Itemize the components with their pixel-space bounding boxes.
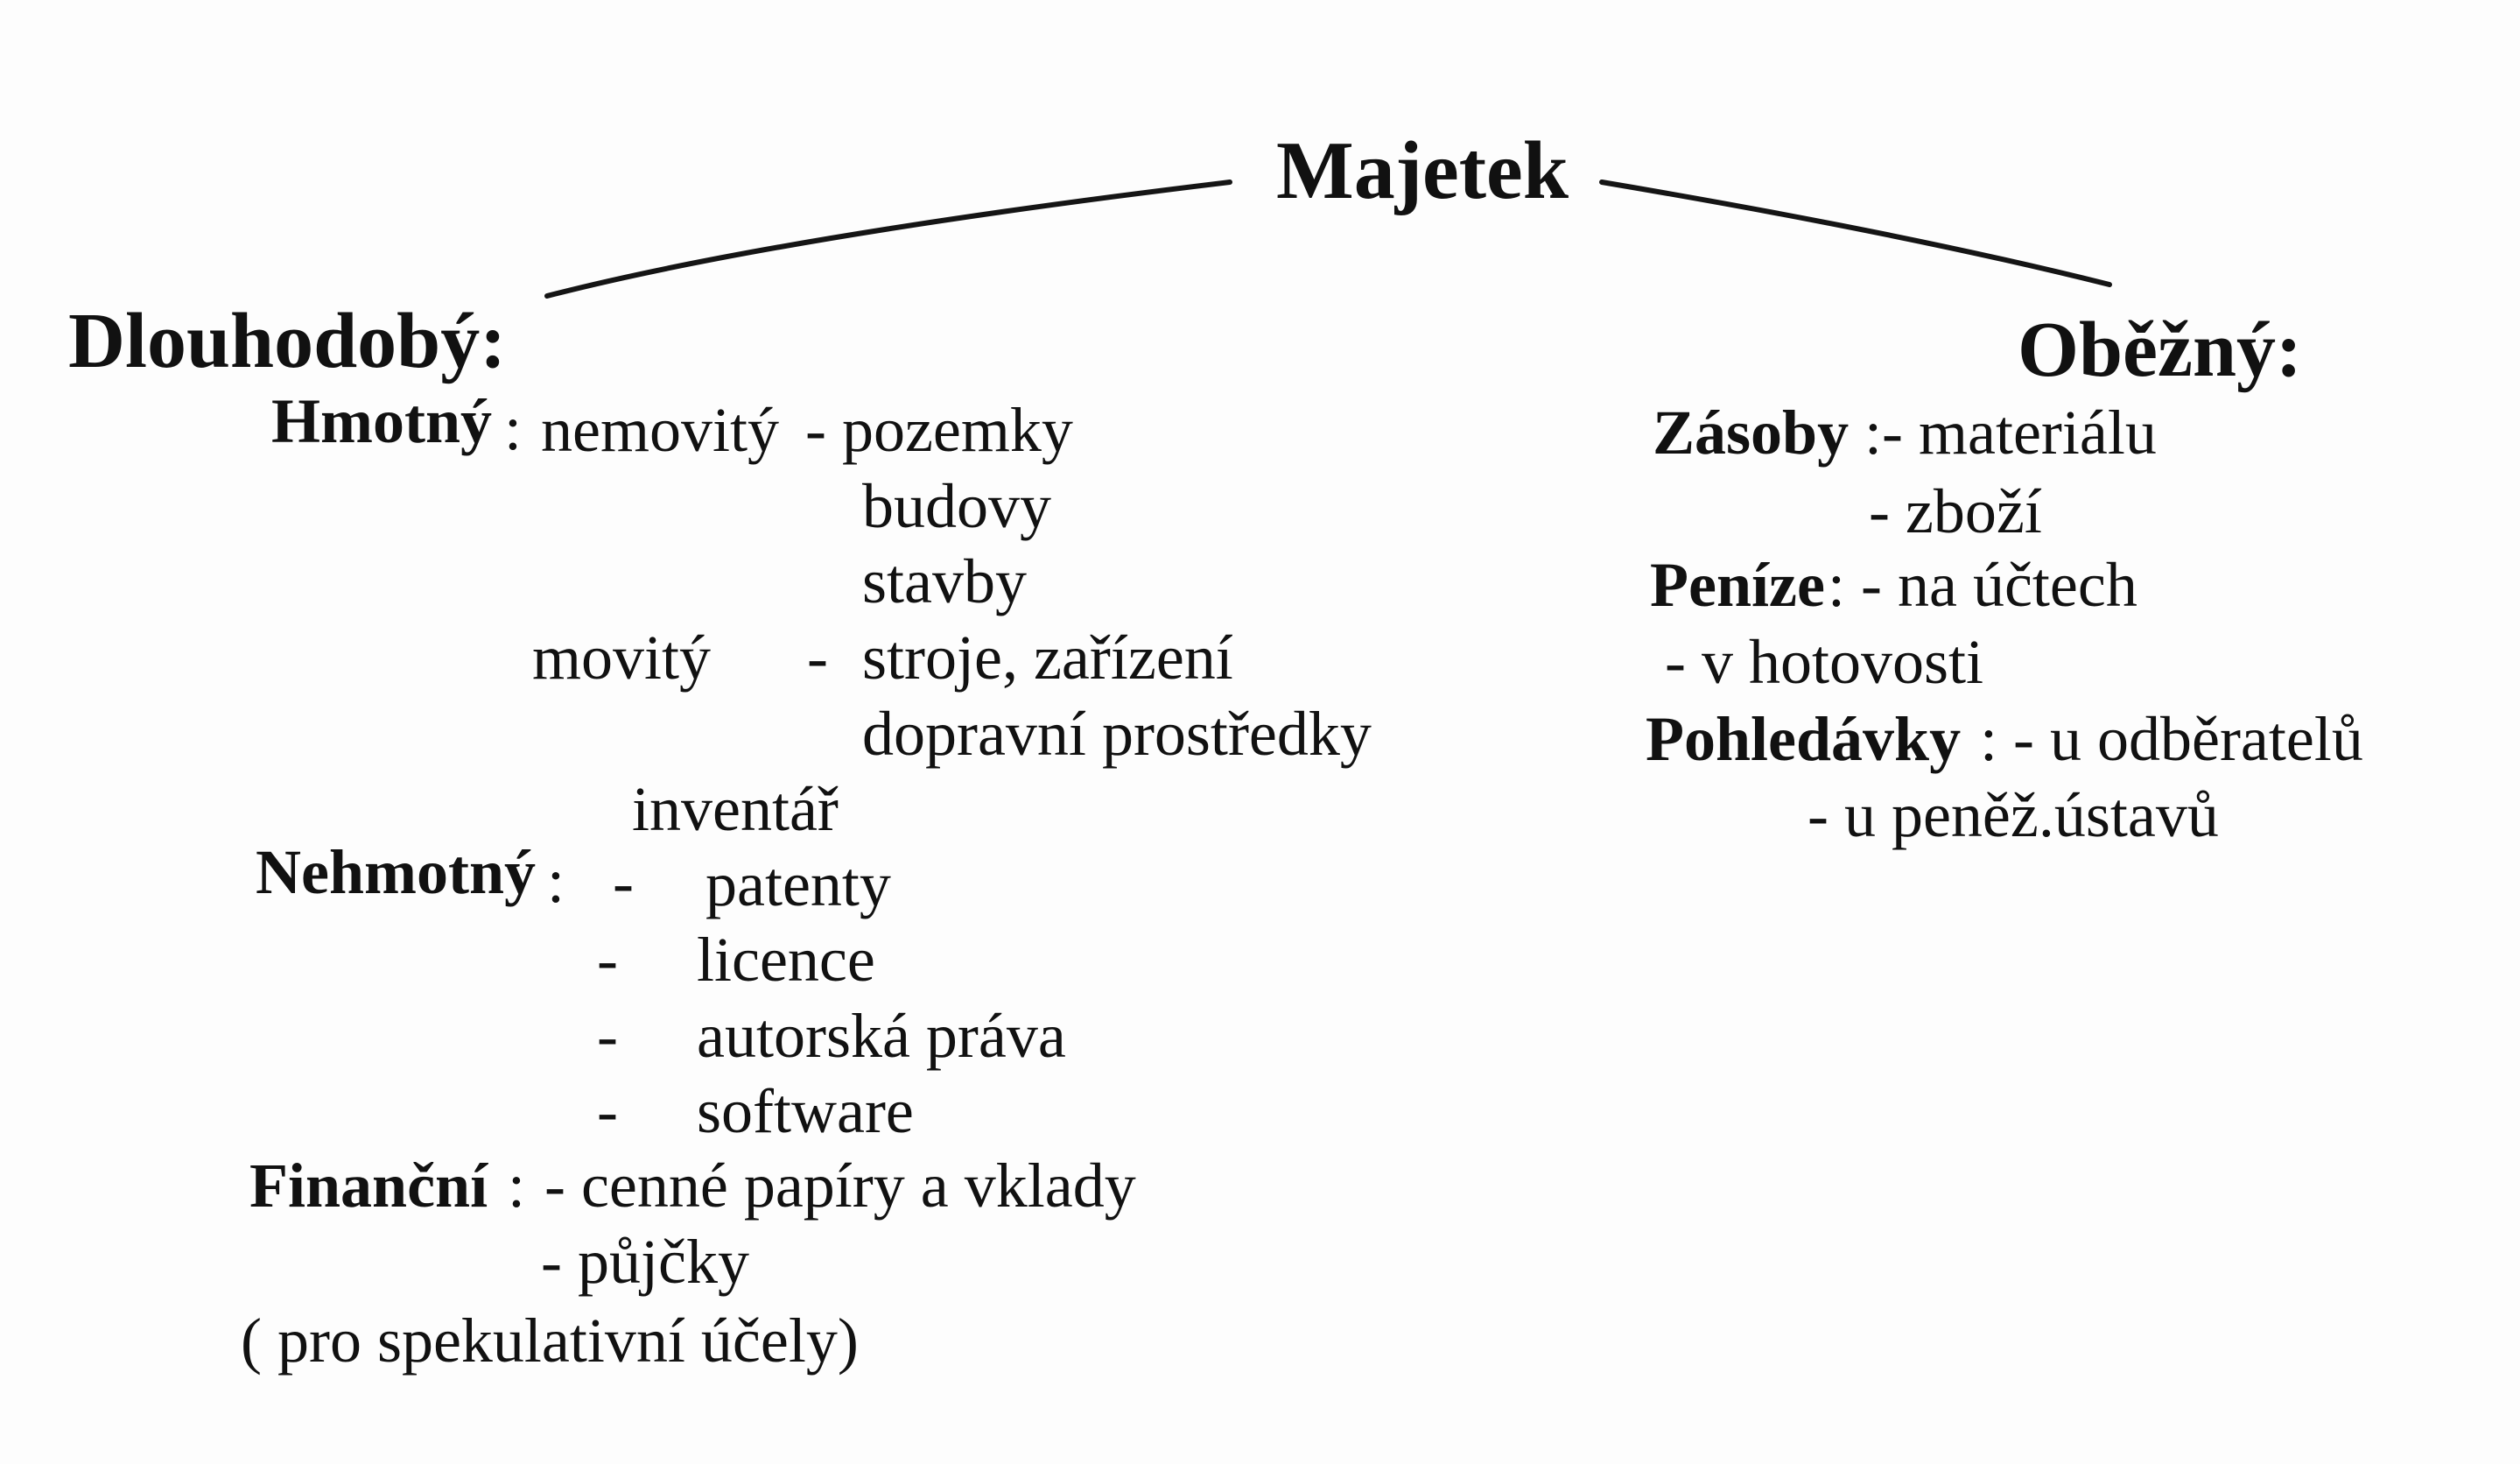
connector-line-right — [1599, 179, 2112, 287]
nehmotny-label: Nehmotný — [256, 837, 536, 907]
connector-line-left — [544, 179, 1232, 299]
nemovity-item: stavby — [862, 546, 1027, 616]
zasoby-label: Zásoby — [1653, 398, 1850, 468]
movity-label: movitý — [532, 623, 712, 693]
financni-item: - půjčky — [541, 1227, 749, 1297]
nehmotny-item: autorská práva — [697, 1001, 1066, 1071]
movity-item: stroje, zařízení — [862, 623, 1233, 693]
nemovity-item: - pozemky — [805, 395, 1073, 465]
nehmotny-item: patenty — [705, 849, 891, 919]
pohledavky-label: Pohledávky — [1646, 704, 1962, 774]
zasoby-item: - zboží — [1869, 476, 2042, 546]
hmotny-label: Hmotný — [271, 386, 492, 456]
zasoby-item: :- materiálu — [1864, 398, 2157, 468]
nehmotny-dash: - — [597, 925, 618, 995]
penize-label: Peníze — [1650, 550, 1825, 620]
pohledavky-item: - u peněž.ústavů — [1808, 780, 2219, 850]
nehmotny-item: licence — [697, 925, 875, 995]
financni-label: Finanční — [249, 1151, 488, 1221]
nehmotny-dash: - — [597, 1001, 618, 1071]
right-heading: Oběžný: — [2018, 306, 2302, 393]
penize-item: : - na účtech — [1828, 550, 2137, 620]
pohledavky-item: : - u odběratelů — [1980, 704, 2363, 774]
inventar-label: inventář — [632, 774, 839, 844]
nehmotny-colon: : — [547, 846, 565, 916]
nehmotny-item: software — [697, 1076, 914, 1146]
nemovity-item: budovy — [862, 471, 1051, 541]
left-heading: Dlouhodobý: — [68, 298, 507, 384]
movity-dash: - — [807, 623, 828, 693]
penize-item: - v hotovosti — [1665, 627, 1984, 697]
hmotny-colon: : — [504, 393, 523, 463]
nehmotny-dash: - — [613, 848, 634, 918]
movity-item: dopravní prostředky — [862, 699, 1372, 769]
nemovity-label: nemovitý — [541, 395, 779, 465]
nehmotny-dash: - — [597, 1076, 618, 1146]
financni-note: ( pro spekulativní účely) — [241, 1306, 859, 1376]
financni-item: - cenné papíry a vklady — [544, 1151, 1136, 1221]
financni-colon: : — [508, 1151, 526, 1221]
diagram-title: Majetek — [1276, 125, 1569, 216]
